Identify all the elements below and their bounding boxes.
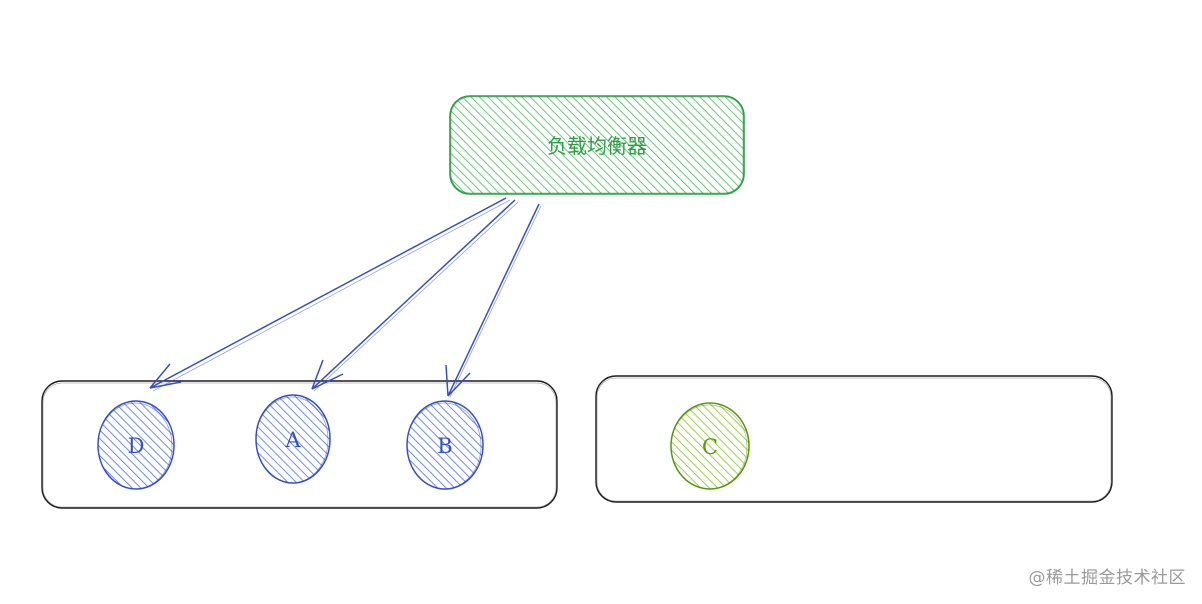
server-group-right xyxy=(595,375,1113,503)
server-group-left xyxy=(41,380,558,509)
server-node-d-label: D xyxy=(128,434,145,458)
server-node-c[interactable]: C xyxy=(670,402,750,490)
server-node-c-label: C xyxy=(702,435,718,459)
server-node-b[interactable]: B xyxy=(406,400,484,490)
load-balancer-box[interactable]: 负载均衡器 xyxy=(449,95,745,195)
watermark-text: @稀土掘金技术社区 xyxy=(1028,568,1186,588)
server-node-a[interactable]: A xyxy=(255,394,331,484)
arrow-lb-to-d xyxy=(149,197,511,392)
server-node-b-label: B xyxy=(437,434,452,458)
arrow-lb-to-a xyxy=(311,199,519,392)
server-node-a-label: A xyxy=(284,428,301,452)
arrow-lb-to-b xyxy=(445,203,542,398)
server-node-d[interactable]: D xyxy=(97,400,175,490)
load-balancer-label: 负载均衡器 xyxy=(547,134,647,158)
